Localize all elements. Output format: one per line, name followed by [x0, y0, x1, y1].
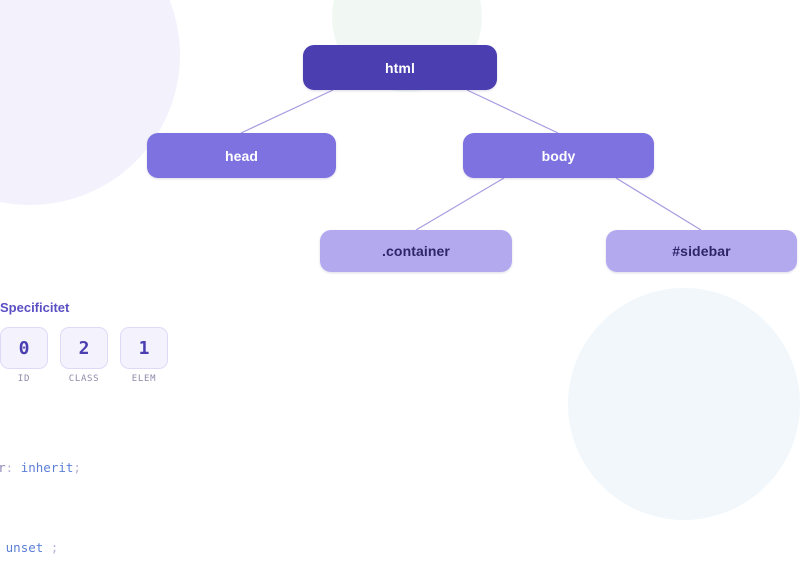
specificity-value-elem: 1: [120, 327, 168, 369]
tree-node-head[interactable]: head: [147, 133, 336, 178]
code-line-all: all: unset ;: [0, 538, 81, 558]
tree-node-body[interactable]: body: [463, 133, 654, 178]
tree-edges: [240, 89, 702, 231]
specificity-panel: Specificitet 0 ID 2 CLASS 1 ELEM: [0, 300, 182, 384]
tree-node-html[interactable]: html: [303, 45, 497, 90]
code-line-color: color: inherit;: [0, 458, 81, 478]
code-separator-0: :: [5, 460, 21, 475]
code-terminator-1: ;: [43, 540, 59, 555]
code-value-inherit: inherit: [20, 460, 74, 475]
specificity-label-class: CLASS: [68, 374, 100, 384]
specificity-badge-row: 0 ID 2 CLASS 1 ELEM: [0, 327, 182, 384]
edge-body-container: [415, 177, 505, 231]
specificity-badge-elem: 1 ELEM: [120, 327, 168, 384]
css-code-block: color: inherit; all: unset ;: [0, 418, 81, 578]
specificity-title: Specificitet: [0, 300, 70, 315]
specificity-value-id: 0: [0, 327, 48, 369]
specificity-badge-id: 0 ID: [0, 327, 48, 384]
specificity-label-elem: ELEM: [131, 374, 157, 384]
code-terminator-0: ;: [73, 460, 81, 475]
tree-node-container[interactable]: .container: [320, 230, 512, 272]
edge-html-head: [240, 89, 334, 134]
specificity-value-class: 2: [60, 327, 108, 369]
edge-body-sidebar: [615, 177, 702, 231]
dom-tree-diagram: html head body .container #sidebar: [147, 45, 797, 272]
edge-html-body: [466, 89, 559, 134]
specificity-label-id: ID: [17, 374, 31, 384]
code-value-unset: unset: [5, 540, 44, 555]
code-property-color: color: [0, 460, 6, 475]
tree-node-sidebar[interactable]: #sidebar: [606, 230, 797, 272]
specificity-badge-class: 2 CLASS: [60, 327, 108, 384]
